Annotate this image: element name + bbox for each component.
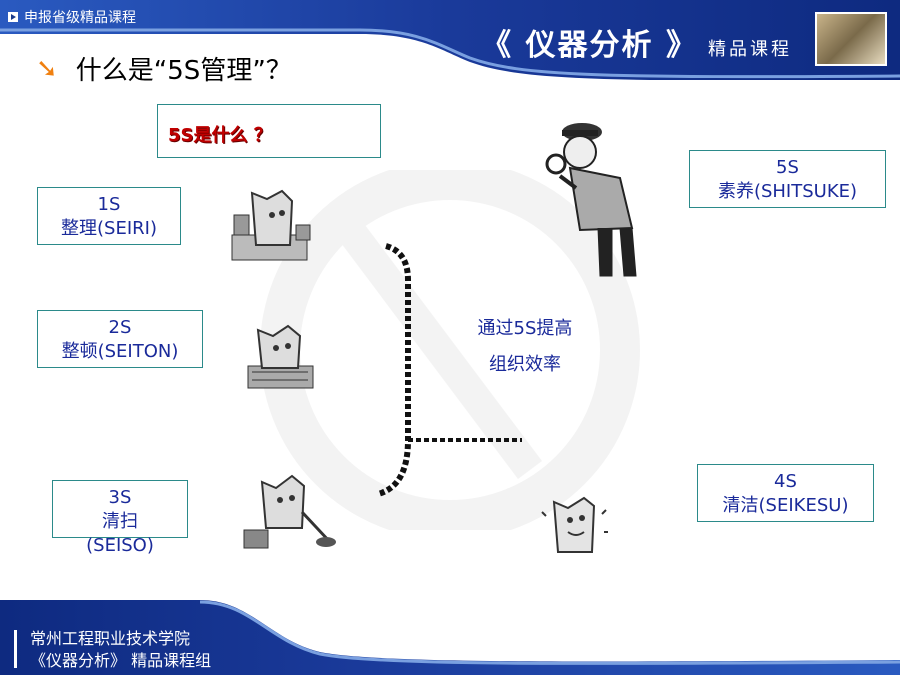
course-subtitle: 精品课程 xyxy=(708,39,792,60)
slide-title: ➘ 什么是“5S管理”？ xyxy=(36,50,292,87)
question-text: 5S是什么 ？ xyxy=(168,125,272,146)
cleaning-cartoon-illustration xyxy=(243,474,336,549)
item-3s-box: 3S 清扫 (SEISO) xyxy=(52,480,188,556)
clean-cartoon-illustration xyxy=(541,496,608,553)
inspector-cartoon-illustration xyxy=(545,123,637,277)
header-photo xyxy=(815,12,887,66)
breadcrumb-label: 申报省级精品课程 xyxy=(24,10,136,26)
slide-title-text: 什么是“5S管理”？ xyxy=(75,56,292,86)
header-banner xyxy=(0,0,900,80)
center-line-2: 组织效率 xyxy=(489,354,561,375)
bracket-connector xyxy=(377,243,522,497)
item-3s-num: 3S xyxy=(108,487,132,508)
arranging-cartoon-illustration xyxy=(247,324,314,389)
item-4s-box: 4S 清洁(SEIKESU) xyxy=(697,464,874,522)
question-box: 5S是什么 ？ xyxy=(157,104,381,158)
breadcrumb: 申报省级精品课程 xyxy=(8,8,136,26)
item-5s-box: 5S 素养(SHITSUKE) xyxy=(689,150,886,208)
center-line-1: 通过5S提高 xyxy=(477,318,573,339)
item-3s-name2: (SEISO) xyxy=(86,535,154,556)
item-2s-num: 2S xyxy=(108,317,132,338)
item-1s-box: 1S 整理(SEIRI) xyxy=(37,187,181,245)
footer-banner xyxy=(0,600,900,675)
item-5s-num: 5S xyxy=(776,157,799,178)
arrow-icon: ➘ xyxy=(36,53,58,84)
item-2s-box: 2S 整顿(SEITON) xyxy=(37,310,203,368)
footer-text: 常州工程职业技术学院 《仪器分析》 精品课程组 xyxy=(30,628,211,672)
item-3s-name: 清扫 xyxy=(102,511,138,532)
item-4s-name: 清洁(SEIKESU) xyxy=(722,495,849,516)
play-icon xyxy=(8,12,18,22)
item-2s-name: 整顿(SEITON) xyxy=(61,341,179,362)
footer-line-2: 《仪器分析》 精品课程组 xyxy=(30,651,212,670)
item-1s-name: 整理(SEIRI) xyxy=(61,218,157,239)
footer-line-1: 常州工程职业技术学院 xyxy=(30,629,191,648)
course-title: 《 仪器分析 》 精品课程 xyxy=(481,20,792,64)
course-title-text: 《 仪器分析 》 xyxy=(481,28,698,63)
item-1s-num: 1S xyxy=(97,194,121,215)
sorting-cartoon-illustration xyxy=(231,189,311,261)
item-4s-num: 4S xyxy=(774,471,797,492)
item-5s-name: 素养(SHITSUKE) xyxy=(717,181,858,202)
